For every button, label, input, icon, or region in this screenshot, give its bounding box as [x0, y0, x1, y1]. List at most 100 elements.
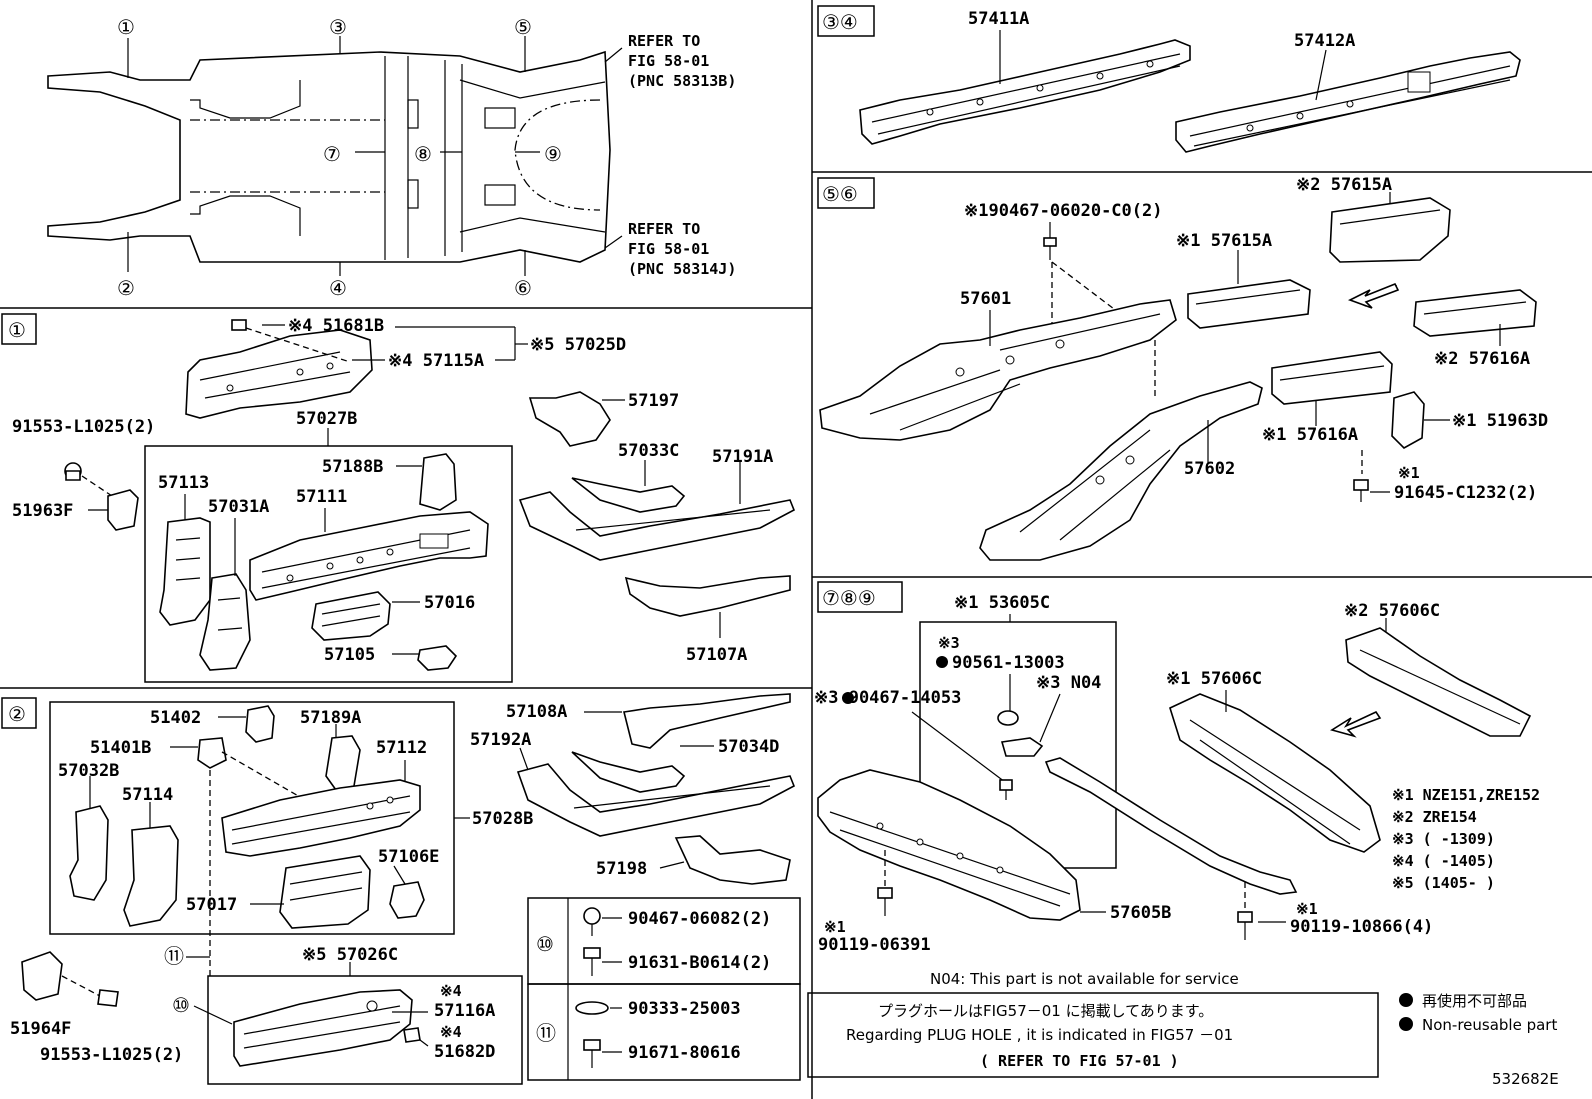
label-57412A: 57412A — [1294, 31, 1355, 51]
bolt-icon — [877, 887, 893, 916]
fastener-91631-B0614: 91631-B0614(2) — [628, 953, 771, 973]
section-5-6: ⑤⑥ ※190467-06020-C0(2) 57601 57602 ※1 57… — [817, 175, 1548, 561]
legend-non-reusable-en: Non-reusable part — [1422, 1016, 1557, 1034]
label-57025D: ※5 57025D — [530, 335, 626, 355]
label-57114: 57114 — [122, 785, 173, 805]
label-57106E: 57106E — [378, 847, 439, 867]
label-51682D: 51682D — [434, 1042, 495, 1062]
label-51963F: 51963F — [12, 501, 73, 521]
label-57615A-1: ※1 57615A — [1176, 231, 1272, 251]
label-57602: 57602 — [1184, 459, 1235, 479]
direction-arrow-icon — [1330, 710, 1382, 738]
label-57107A: 57107A — [686, 645, 747, 665]
label-51963D: ※1 51963D — [1452, 411, 1548, 431]
overview-callout-1: ① — [117, 15, 135, 39]
section-5-6-tag: ⑤⑥ — [822, 182, 858, 206]
label-90561: 90561-13003 — [952, 653, 1065, 673]
label-57197: 57197 — [628, 391, 679, 411]
label-51964F: 51964F — [10, 1019, 71, 1039]
label-57615A-2: ※2 57615A — [1296, 175, 1392, 195]
section-3-4-tag: ③④ — [822, 10, 858, 34]
refer-top-line3: (PNC 58313B) — [628, 72, 736, 90]
label-57028B: 57028B — [472, 809, 533, 829]
non-reusable-dot-icon — [1399, 1017, 1413, 1031]
label-57032B: 57032B — [58, 761, 119, 781]
legend-non-reusable-jp: 再使用不可部品 — [1422, 992, 1527, 1010]
bolt-icon — [999, 779, 1013, 800]
refer-top-line1: REFER TO — [628, 32, 700, 50]
label-57033C: 57033C — [618, 441, 679, 461]
overview-callout-6: ⑥ — [514, 276, 532, 300]
label-57116A: 57116A — [434, 1001, 495, 1021]
note-5: ※5 (1405- ) — [1392, 874, 1495, 892]
overview-callout-8: ⑧ — [414, 142, 432, 166]
section-1: ① ※4 51681B ※4 57115A ※5 57025D 57027B 9… — [1, 313, 796, 683]
overview-callout-9: ⑨ — [544, 142, 562, 166]
label-90119a-mark: ※1 — [824, 918, 846, 936]
non-reusable-dot-icon — [936, 656, 948, 668]
label-57188B: 57188B — [322, 457, 383, 477]
refer-bottom-line3: (PNC 58314J) — [628, 260, 736, 278]
overview-callout-5: ⑤ — [514, 15, 532, 39]
bolt-icon — [1237, 911, 1253, 940]
label-90119a: 90119-06391 — [818, 935, 931, 955]
section-7-8-9: ⑦⑧⑨ ※1 53605C ※3 90561-13003 ※3 N04 ※3 9… — [814, 581, 1540, 988]
label-57411A: 57411A — [968, 9, 1029, 29]
note-1: ※1 NZE151,ZRE152 — [1392, 786, 1540, 804]
section-7-8-9-tag: ⑦⑧⑨ — [822, 586, 876, 610]
clip-icon — [583, 907, 601, 936]
fastener-group-10-tag: ⑩ — [536, 932, 554, 956]
fastener-90467-06082: 90467-06082(2) — [628, 909, 771, 929]
label-57016: 57016 — [424, 593, 475, 613]
note-3: ※3 ( -1309) — [1392, 830, 1495, 848]
refer-bottom-line2: FIG 58-01 — [628, 240, 709, 258]
label-57108A: 57108A — [506, 702, 567, 722]
label-91645: 91645-C1232(2) — [1394, 483, 1537, 503]
label-57198: 57198 — [596, 859, 647, 879]
refer-bottom-line1: REFER TO — [628, 220, 700, 238]
fastener-91671-80616: 91671-80616 — [628, 1043, 741, 1063]
label-57115A: ※4 57115A — [388, 351, 484, 371]
plug-icon — [575, 1001, 609, 1015]
label-51402: 51402 — [150, 708, 201, 728]
overview-callout-4: ④ — [329, 276, 347, 300]
callout-10-lower: ⑩ — [172, 993, 190, 1017]
label-57105: 57105 — [324, 645, 375, 665]
label-90119b: 90119-10866(4) — [1290, 917, 1433, 937]
section-1-tag: ① — [8, 318, 26, 342]
bolt-icon — [583, 947, 601, 976]
non-reusable-dot-icon — [1399, 993, 1413, 1007]
callout-11-lower: ⑪ — [164, 944, 184, 968]
label-51682D-mark: ※4 — [440, 1023, 462, 1041]
label-57027B: 57027B — [296, 409, 357, 429]
bolt-icon — [1353, 479, 1369, 502]
label-51681B: ※4 51681B — [288, 316, 384, 336]
label-90561-mark: ※3 — [938, 634, 960, 652]
label-90119b-mark: ※1 — [1296, 900, 1318, 918]
label-57017: 57017 — [186, 895, 237, 915]
overview-callout-3: ③ — [329, 15, 347, 39]
label-91553-a: 91553-L1025(2) — [12, 417, 155, 437]
overview-floor-plan: ① ② ③ ④ ⑤ ⑥ ⑦ ⑧ ⑨ REFER TO FIG 58-01 (PN… — [47, 15, 736, 300]
label-N04: ※3 N04 — [1036, 673, 1101, 693]
label-57605B: 57605B — [1110, 903, 1171, 923]
overview-callout-7: ⑦ — [323, 142, 341, 166]
footer: プラグホールはFIG57－01 に掲載してあります。 Regarding PLU… — [807, 992, 1559, 1088]
label-91553-b: 91553-L1025(2) — [40, 1045, 183, 1065]
fastener-table: ⑩ ⑪ 90467-06082(2) 91631-B0614(2) 90333-… — [527, 897, 801, 1081]
note-2: ※2 ZRE154 — [1392, 808, 1477, 826]
label-53605C: ※1 53605C — [954, 593, 1050, 613]
label-57111: 57111 — [296, 487, 347, 507]
label-90467: ※3 90467-14053 — [814, 688, 961, 708]
label-57112: 57112 — [376, 738, 427, 758]
non-reusable-dot-icon — [842, 692, 854, 704]
fastener-group-11-tag: ⑪ — [536, 1021, 556, 1045]
label-57191A: 57191A — [712, 447, 773, 467]
n04-availability-note: N04: This part is not available for serv… — [930, 970, 1239, 988]
label-57601: 57601 — [960, 289, 1011, 309]
label-57113: 57113 — [158, 473, 209, 493]
overview-callout-2: ② — [117, 276, 135, 300]
label-57192A: 57192A — [470, 730, 531, 750]
